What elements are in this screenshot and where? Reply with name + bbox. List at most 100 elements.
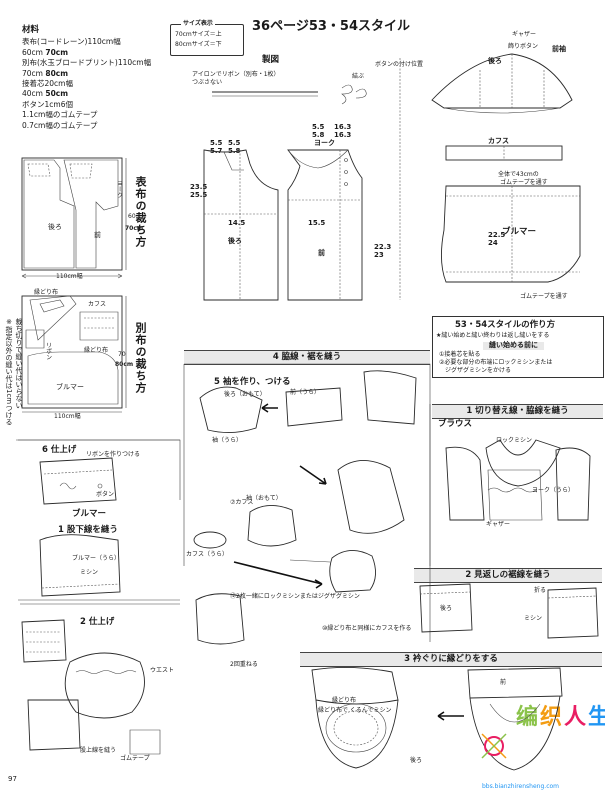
ribbon-draft (212, 84, 367, 105)
material-text: 70cm (22, 68, 46, 78)
material-line: 60cm 70cm (22, 48, 172, 58)
ribbon-note2: つぶさない (192, 79, 223, 86)
lbl-bloomers-ura: ブルマー（うら） (72, 555, 121, 562)
bloomers-draft (441, 185, 581, 283)
total-note: 全体で43cmの (498, 171, 539, 178)
margin-note-text: ※指定以外の縫い代は1cmつける (5, 318, 13, 426)
step-1-sketch (445, 439, 591, 521)
dimension-value: 16.3 (334, 131, 352, 139)
layout-bloomers: ブルマー (56, 383, 84, 391)
howto-title: 53・54スタイルの作り方 (455, 320, 556, 330)
step-1-header: 1 切り替え線・脇線を縫う (432, 404, 603, 419)
material-text: 40cm (22, 89, 46, 99)
page-title: 36ページ53・54スタイル (252, 19, 411, 34)
material-line: 0.7cm幅のゴムテープ (22, 121, 172, 131)
bloomers-title: ブルマー (72, 509, 107, 519)
size-legend-80: 80cmサイズ＝下 (175, 41, 222, 48)
page-number: 97 (8, 775, 17, 783)
margin-note-2-text: 裁ち切りで縫い代はいらない (15, 318, 23, 409)
step-3-sketch (311, 666, 563, 771)
material-text: 0.7cm幅のゴムテープ (22, 120, 98, 130)
lbl-fold-in: 折る (534, 587, 547, 594)
layout-facing-label: 縁どり布 (34, 289, 59, 296)
bloomers-sketches (21, 534, 161, 755)
step-3-header: 3 衿ぐりに縁どりをする (300, 652, 602, 667)
step-1-title: 1 切り替え線・脇線を縫う (466, 406, 569, 416)
dimension-value: 5.5 (312, 123, 325, 131)
layout-width-1: 110cm幅 (56, 273, 83, 280)
lbl-cuff: カフス（うら） (186, 551, 229, 558)
material-line: 1.1cm幅のゴムテープ (22, 110, 172, 120)
lbl-back-omote: 後ろ（おもて） (224, 391, 266, 398)
flow-arrows (233, 403, 464, 721)
sleeve-draft (431, 53, 573, 114)
lbl-leg: 股上線を縫う (80, 747, 117, 754)
material-size-80: 50cm (45, 89, 69, 99)
dimension-value: 5.8 (228, 147, 241, 155)
ruffle-label: 飾りボタン (508, 43, 539, 50)
howto-box: 53・54スタイルの作り方 ★縫い始めと縫い終わりは返し縫いをする 縫い始める前… (432, 316, 604, 378)
material-line: 表布(コードレーン)110cm幅 (22, 37, 172, 47)
size-legend-70: 70cmサイズ＝上 (175, 31, 222, 38)
layout-height-70: 70cm (125, 225, 144, 232)
lbl-lock: ロックミシン (496, 437, 533, 444)
size-legend: サイズ表示 70cmサイズ＝上 80cmサイズ＝下 (170, 20, 244, 56)
contrast-fabric-layout (21, 295, 127, 413)
lbl-gather: ギャザー (486, 521, 511, 528)
step-5-sketches (193, 370, 417, 645)
layout-width-2: 110cm幅 (54, 413, 81, 420)
front-draft-label: 前 (318, 249, 325, 257)
watermark-char: 织 (540, 705, 565, 730)
material-text: ボタン1cm6個 (22, 99, 73, 109)
layout-cuffs: カフス (88, 301, 107, 308)
lbl-front-3: 前 (500, 679, 507, 686)
step-2-title: 2 見返しの裾線を縫う (465, 570, 551, 580)
layout-height-60: 60 (128, 213, 136, 220)
lbl-yoke-ura: ヨーク（うら） (532, 487, 575, 494)
layout-back: 後ろ (48, 223, 62, 231)
material-line: 接着芯20cm幅 (22, 79, 172, 89)
watermark-char: 人 (564, 705, 589, 730)
material-text: 接着芯20cm幅 (22, 78, 73, 88)
layout-front: 前 (94, 231, 101, 239)
dimension-value: 23.5 (190, 183, 208, 191)
dimension-value: 25.5 (190, 191, 208, 199)
step-5-title: 5 袖を作り、つける (214, 377, 291, 387)
lbl-back-3: 後ろ (410, 757, 423, 764)
watermark-icon (481, 733, 507, 759)
step-1-sub: ブラウス (438, 419, 473, 429)
dimension-value: 16.3 (334, 123, 352, 131)
materials-heading: 材料 (22, 25, 40, 35)
lbl-button: ボタン (96, 491, 115, 498)
material-text: 60cm (22, 47, 46, 57)
lbl-s5-12: ⑫2枚一緒にロックミシンまたはジグザグミシン (230, 593, 360, 600)
front-bodice-draft (287, 149, 363, 301)
size-legend-label: サイズ表示 (181, 20, 215, 28)
material-line: 40cm 50cm (22, 89, 172, 99)
material-line: ボタン1cm6個 (22, 100, 172, 110)
before-heading: 縫い始める前に (483, 341, 544, 350)
step-3-title: 3 衿ぐりに縁どりをする (404, 654, 498, 664)
before-step-2: ②必要な部分の布端にロックミシンまたは (439, 359, 553, 366)
dimension-value: 23 (374, 251, 384, 259)
drafting-heading: 製図 (262, 55, 280, 65)
back-sleeve-label: 後ろ (488, 57, 502, 65)
bloomers-step-2: 2 仕上げ (80, 617, 115, 627)
dimension-value: 22.3 (374, 243, 392, 251)
dimension-value: 15.5 (308, 219, 326, 227)
watermark-char: 生 (588, 705, 605, 730)
step-6-title: 6 仕上げ (42, 445, 77, 455)
material-size-80: 70cm (45, 47, 69, 57)
back-draft-label: 後ろ (228, 237, 242, 245)
layout-facing-2: 縁どり布 (84, 347, 109, 354)
dimension-value: 5.5 (228, 139, 241, 147)
elastic-note-1: ゴムテープを通す (500, 179, 548, 186)
lbl-sleeve-omote: 袖（おもて） (246, 495, 282, 502)
cuffs-label: カフス (488, 137, 509, 145)
outer-fabric-layout (21, 157, 127, 279)
contrast-fabric-cut-title: 別布の裁ち方 (134, 322, 147, 394)
lbl-front-ura: 前（うら） (290, 389, 321, 396)
yoke-draft-label: ヨーク (314, 139, 335, 147)
